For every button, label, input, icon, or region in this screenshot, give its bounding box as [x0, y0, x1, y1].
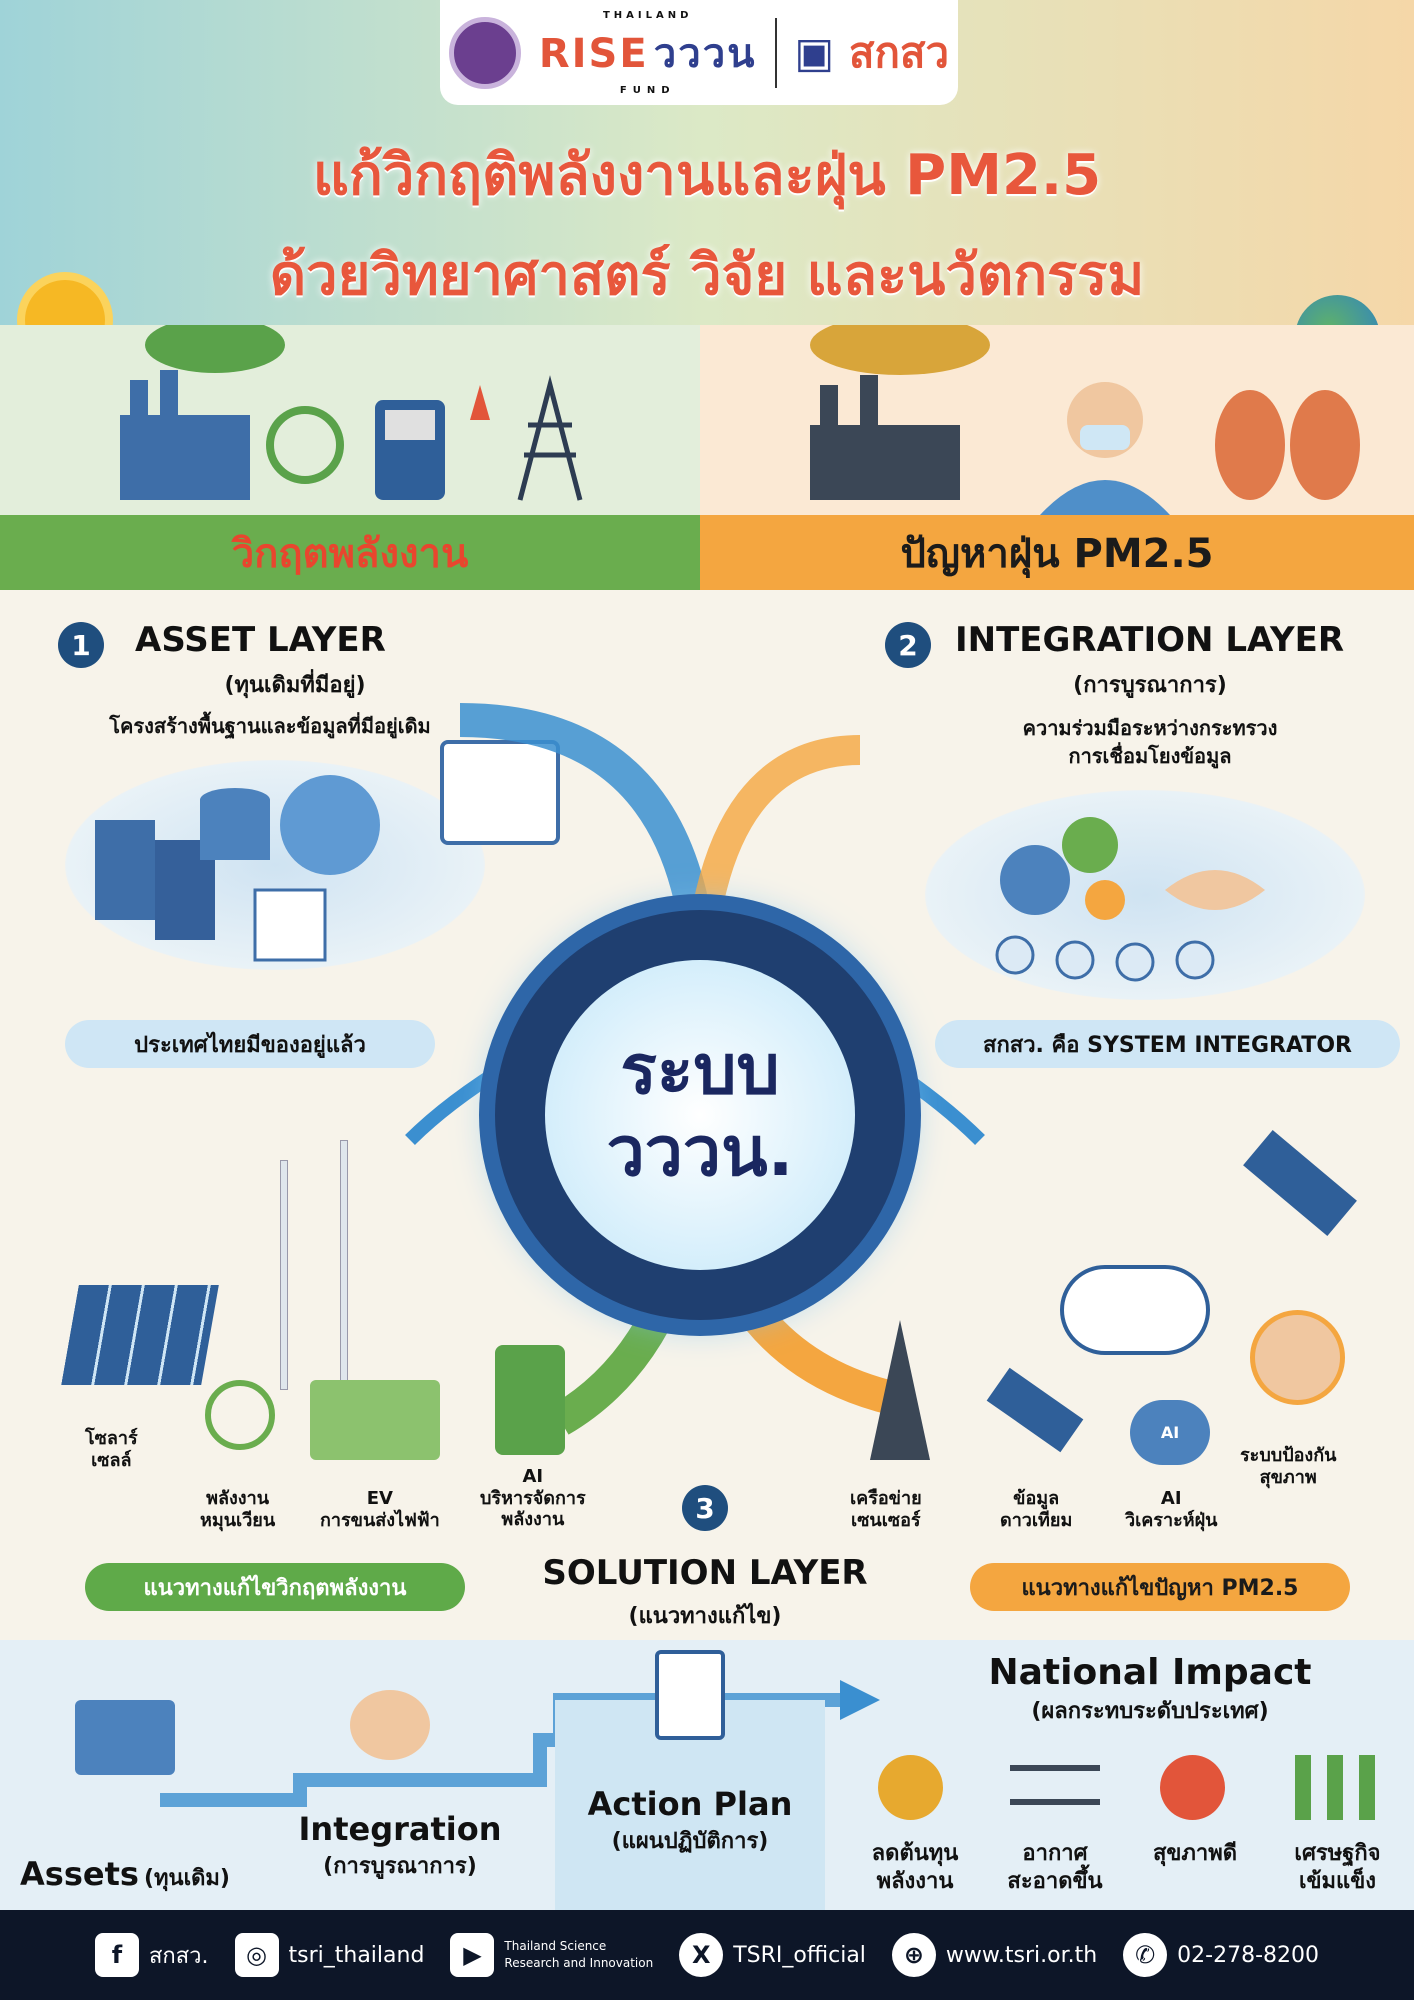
solution-layer-subtitle: (แนวทางแก้ไข): [628, 1604, 782, 1629]
wind-turbine-icon: [340, 1140, 348, 1390]
handshake-icon: [350, 1690, 430, 1760]
integration-layer-title: INTEGRATION LAYER: [955, 620, 1345, 660]
factory-fuel-pylon-icons: [120, 317, 583, 501]
divider: [774, 17, 777, 88]
impact-economy: เศรษฐกิจเข้มแข็ง: [1294, 1841, 1381, 1894]
integration-layer-subtitle: (การบูรณาการ): [1073, 673, 1227, 698]
step-number-2: 2: [885, 622, 931, 668]
step-action-plan: Action Plan(แผนปฏิบัติการ): [587, 1785, 793, 1854]
main-title-line2: ด้วยวิทยาศาสตร์ วิจัย และนวัตกรรม: [269, 243, 1145, 308]
energy-solution-pill: แนวทางแก้ไขวิกฤตพลังงาน: [85, 1563, 465, 1611]
integration-illustration: [925, 790, 1365, 1000]
wind-turbine-icon: [280, 1160, 288, 1390]
asset-layer-subtitle: (ทุนเดิมที่มีอยู่): [224, 673, 366, 698]
server-database-globe-icons: [95, 775, 380, 962]
gears-handshake-icons: [995, 817, 1265, 982]
step-integration: Integration(การบูรณาการ): [298, 1810, 502, 1879]
youtube-icon: ▶: [450, 1933, 495, 1977]
main-title-line1: แก้วิกฤติพลังงานและฝุ่น PM2.5: [312, 143, 1102, 208]
satellite-icon: [1243, 1130, 1357, 1236]
solution-item-satellite: ข้อมูลดาวเทียม: [1000, 1488, 1073, 1531]
asset-layer-title: ASSET LAYER: [135, 620, 386, 660]
facebook-icon: f: [94, 1933, 139, 1977]
step-assets: Assets (ทุนเดิม): [20, 1855, 230, 1893]
asset-layer-description: โครงสร้างพื้นฐานและข้อมูลที่มีอยู่เดิม: [109, 714, 431, 738]
tsri-logo: ▣ สกสว: [794, 27, 950, 77]
pm25-illustration: [700, 315, 1414, 515]
step-number-3: 3: [682, 1485, 728, 1531]
solution-item-sensor: เครือข่ายเซนเซอร์: [850, 1488, 922, 1531]
website-link[interactable]: ⊕www.tsri.or.th: [891, 1933, 1097, 1977]
money-bag-icon: [878, 1755, 943, 1820]
solution-item-renewable: พลังงานหมุนเวียน: [200, 1488, 276, 1531]
pm25-problem-banner: ปัญหาฝุ่น PM2.5: [700, 515, 1414, 590]
hub-label-line2: วววน.: [606, 1112, 794, 1192]
phone-link[interactable]: ✆02-278-8200: [1123, 1933, 1319, 1977]
ai-brain-icon: AI: [1130, 1400, 1210, 1465]
central-hub-inner: [545, 960, 855, 1270]
impact-clean-air: อากาศสะอาดขึ้น: [1007, 1841, 1103, 1894]
asset-pill: ประเทศไทยมีของอยู่แล้ว: [65, 1020, 435, 1068]
masked-person-icon: [1250, 1310, 1345, 1405]
asset-illustration: [65, 760, 485, 970]
x-icon: X: [679, 1933, 724, 1977]
integration-desc-2: การเชื่อมโยงข้อมูล: [1068, 744, 1232, 768]
ministry-seal-logo: [448, 16, 521, 89]
globe-icon: ⊕: [891, 1933, 936, 1977]
pm25-solution-pill: แนวทางแก้ไขปัญหา PM2.5: [970, 1563, 1350, 1611]
logo-bar: THAILAND RISE วววน FUND ▣ สกสว: [440, 0, 958, 105]
solution-item-health: ระบบป้องกันสุขภาพ: [1240, 1445, 1337, 1488]
impact-health: สุขภาพดี: [1152, 1841, 1238, 1866]
phone-icon: ✆: [1123, 1933, 1168, 1977]
instagram-link[interactable]: ◎tsri_thailand: [234, 1933, 424, 1977]
instagram-icon: ◎: [234, 1933, 279, 1977]
recycle-leaf-icon: [205, 1380, 275, 1450]
energy-crisis-banner: วิกฤตพลังงาน: [0, 515, 700, 590]
logo-text: THAILAND: [602, 9, 693, 21]
wind-air-icon: [1010, 1765, 1100, 1805]
logo-text: FUND: [619, 84, 676, 96]
step-number-1: 1: [58, 622, 104, 668]
clipboard-checklist-icon: [655, 1650, 725, 1740]
hub-label: ระบบ วววน.: [545, 1030, 855, 1193]
sensor-tower-icon: [870, 1320, 930, 1460]
heart-lungs-icon: [1160, 1755, 1225, 1820]
factory-database-icon: [75, 1700, 175, 1775]
integration-desc-1: ความร่วมมือระหว่างกระทรวง: [1022, 716, 1278, 740]
document-search-icon: [440, 740, 560, 845]
solar-panel-icon: [61, 1285, 219, 1385]
hub-label-line1: ระบบ: [620, 1031, 780, 1110]
energy-crisis-illustration: [0, 317, 700, 515]
step-national-impact: National Impact(ผลกระทบระดับประเทศ): [988, 1652, 1312, 1724]
ev-charger-icon: [495, 1345, 565, 1455]
factory-car-icon: [310, 1380, 440, 1460]
cloud-database-icon: [1060, 1265, 1210, 1355]
factory-mask-lungs-icons: [810, 315, 1360, 515]
solution-layer-title: SOLUTION LAYER: [542, 1553, 868, 1593]
rise-fund-logo: THAILAND RISE วววน FUND: [539, 10, 757, 96]
integration-pill: สกสว. คือ SYSTEM INTEGRATOR: [935, 1020, 1400, 1068]
logo-text: RISE: [538, 30, 649, 77]
solution-item-solar: โซลาร์เซลล์: [85, 1428, 138, 1471]
growth-chart-icon: [1295, 1755, 1375, 1820]
staircase-arrow: [160, 1680, 880, 1910]
impact-cost: ลดต้นทุนพลังงาน: [871, 1841, 959, 1894]
logo-text: วววน: [653, 30, 757, 77]
